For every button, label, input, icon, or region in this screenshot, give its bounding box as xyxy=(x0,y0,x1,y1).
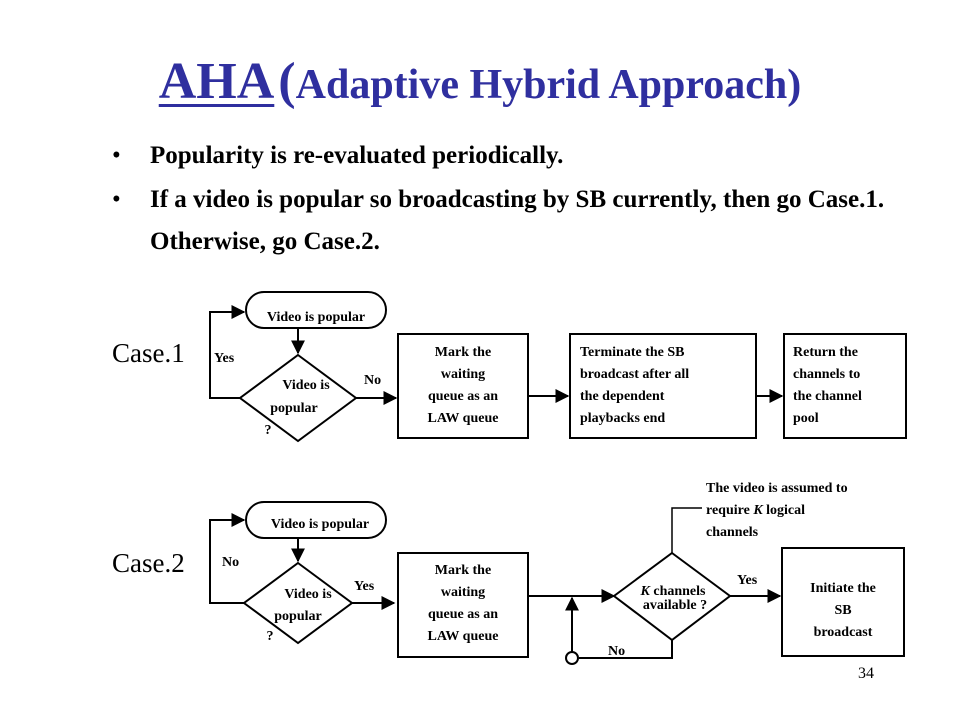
page-number: 34 xyxy=(858,665,874,682)
bullet-text: If a video is popular so broadcasting by… xyxy=(150,186,885,255)
case1-decision-line3: ? xyxy=(265,423,272,438)
title-abbr: AHA xyxy=(158,53,275,110)
case2-no2-label: No xyxy=(608,644,625,659)
case1-start-terminal xyxy=(245,291,387,329)
case2-note-post: logical xyxy=(763,503,805,518)
case2-no-label: No xyxy=(222,555,239,570)
case2-yes2-label: Yes xyxy=(737,573,758,588)
case2-initiate-box xyxy=(781,547,905,657)
case2-no-loop xyxy=(209,513,246,604)
case1-box3-line: channels to xyxy=(793,367,860,382)
case2-decision2-rest: channels xyxy=(650,584,706,599)
case1-box2-line: the dependent xyxy=(580,389,665,404)
case2-loop-connector xyxy=(565,651,579,665)
case2-decision-diamond xyxy=(242,561,354,645)
case2-start-label: Video is popular xyxy=(271,517,369,532)
case2-box1-line: queue as an xyxy=(428,607,498,622)
case2-note-pre: require xyxy=(706,503,753,518)
case1-box1-line: LAW queue xyxy=(428,411,499,426)
case2-box2-line: Initiate the xyxy=(810,581,876,596)
case1-return-box xyxy=(783,333,907,439)
case2-decision-line1: Video is xyxy=(284,587,332,602)
bullet-dot: • xyxy=(112,142,121,169)
case2-note-leader xyxy=(671,507,702,553)
case2-note-line3: channels xyxy=(706,525,759,540)
bullet-dot: • xyxy=(112,186,121,213)
title-open-paren: ( xyxy=(278,53,296,110)
case2-box1-line: waiting xyxy=(441,585,485,600)
case2-box1-line: Mark the xyxy=(435,563,491,578)
case1-box1-line: Mark the xyxy=(435,345,491,360)
case2-note-line1: The video is assumed to xyxy=(706,481,848,496)
case1-terminate-box xyxy=(569,333,757,439)
case2-box2-line: broadcast xyxy=(814,625,873,640)
case2-decision-line2: popular xyxy=(274,609,321,624)
bullet-item: • If a video is popular so broadcasting … xyxy=(112,179,912,263)
title-expansion: Adaptive Hybrid Approach) xyxy=(295,62,802,108)
case1-box2-line: Terminate the SB xyxy=(580,345,684,360)
case2-box1-line: LAW queue xyxy=(428,629,499,644)
case1-box3-line: pool xyxy=(793,411,819,426)
bullet-item: • Popularity is re-evaluated periodicall… xyxy=(112,135,912,177)
bullet-list: • Popularity is re-evaluated periodicall… xyxy=(112,135,912,263)
case1-box1-line: waiting xyxy=(441,367,485,382)
case2-mark-law-box xyxy=(397,552,529,658)
bullet-text: Popularity is re-evaluated periodically. xyxy=(150,142,564,169)
case1-start-label: Video is popular xyxy=(267,310,365,325)
case1-label: Case.1 xyxy=(112,338,185,368)
case2-no2-loop xyxy=(579,640,673,659)
case2-decision2-line1: K channels xyxy=(640,584,707,599)
case2-decision2-var: K xyxy=(640,584,652,599)
case2-box2-line: SB xyxy=(834,603,851,618)
case1-box3-line: the channel xyxy=(793,389,862,404)
case1-box2-line: playbacks end xyxy=(580,411,665,426)
case1-decision-line2: popular xyxy=(270,401,317,416)
case1-yes-loop xyxy=(209,305,246,399)
case1-box3-line: Return the xyxy=(793,345,858,360)
case2-decision-line3: ? xyxy=(267,629,274,644)
slide-title: AHA (Adaptive Hybrid Approach) xyxy=(0,56,960,108)
case1-box2-line: broadcast after all xyxy=(580,367,689,382)
case2-label: Case.2 xyxy=(112,548,185,578)
case1-box1-line: queue as an xyxy=(428,389,498,404)
case1-mark-law-box xyxy=(397,333,529,439)
case1-no-label: No xyxy=(364,373,381,388)
case2-yes-label: Yes xyxy=(354,579,375,594)
case2-decision2-line2: available ? xyxy=(643,598,707,613)
case1-decision-line1: Video is xyxy=(282,378,330,393)
case1-yes-label: Yes xyxy=(214,351,235,366)
case2-note-var: K xyxy=(752,503,764,518)
case1-decision-diamond xyxy=(238,353,358,443)
case2-note-line2: require K logical xyxy=(706,503,805,518)
case2-start-terminal xyxy=(245,501,387,539)
